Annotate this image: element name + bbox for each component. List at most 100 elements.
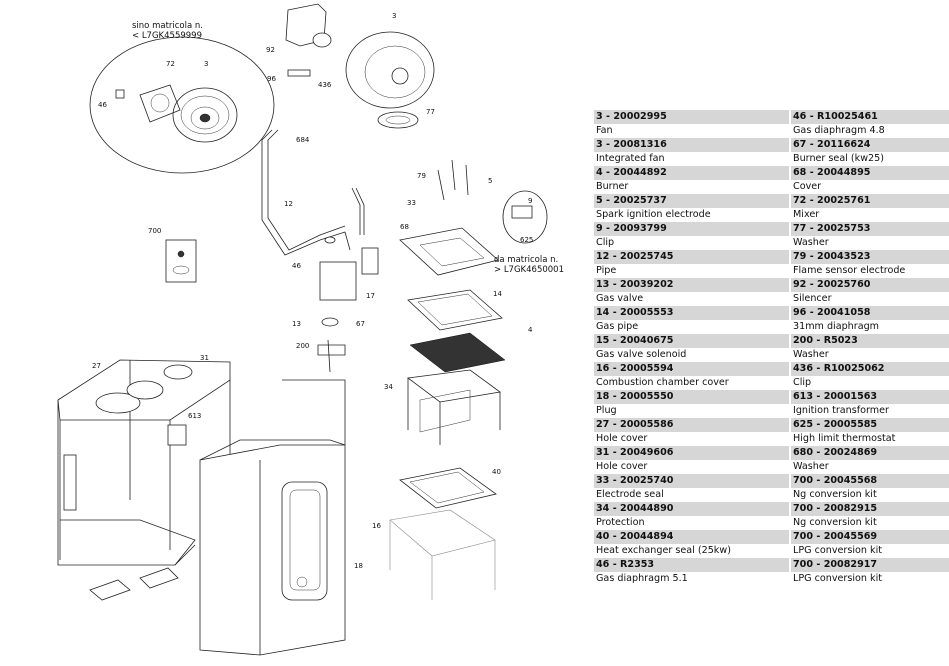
- part-description: Gas valve solenoid: [596, 349, 687, 360]
- inset-note-line2: < L7GK4559999: [132, 31, 202, 41]
- callout-31: 31: [200, 354, 209, 362]
- part-description: Burner seal (kw25): [793, 153, 885, 164]
- part-description: Cover: [793, 181, 822, 192]
- heat-exchanger-seal: [399, 467, 497, 509]
- fan-drawing: [345, 31, 435, 129]
- callout-77: 77: [426, 108, 435, 116]
- part-code: 46 - R2353: [594, 558, 789, 572]
- part-description: Mixer: [793, 209, 820, 220]
- part-description: LPG conversion kit: [793, 545, 883, 556]
- part-description: Gas diaphragm 4.8: [793, 125, 885, 136]
- right-note-line1: da matricola n.: [494, 255, 558, 265]
- part-description: Spark ignition electrode: [596, 209, 711, 220]
- gas-pipe-drawing: [261, 129, 365, 256]
- part-description: Gas pipe: [596, 321, 639, 332]
- part-description: Washer: [793, 349, 829, 360]
- part-code: 5 - 20025737: [594, 194, 789, 208]
- part-description: Gas valve: [596, 293, 644, 304]
- conversion-kit-box: [165, 239, 197, 283]
- part-code: 27 - 20005586: [594, 418, 789, 432]
- part-code: 40 - 20044894: [594, 530, 789, 544]
- part-code: 3 - 20081316: [594, 138, 789, 152]
- boiler-frame-drawing: [57, 359, 231, 566]
- part-code: 700 - 20045569: [791, 530, 949, 544]
- part-code: 18 - 20005550: [594, 390, 789, 404]
- inset-note-line1: sino matricola n.: [132, 21, 203, 31]
- callout-92: 92: [266, 46, 275, 54]
- part-description: Hole cover: [596, 461, 648, 472]
- gas-valve-drawing: [317, 236, 379, 373]
- part-code: 436 - R10025062: [791, 362, 949, 376]
- callout-684: 684: [296, 136, 310, 144]
- part-description: Combustion chamber cover: [596, 377, 729, 388]
- part-description: Washer: [793, 461, 829, 472]
- part-code: 92 - 20025760: [791, 278, 949, 292]
- callout-613: 613: [188, 412, 201, 420]
- part-code: 613 - 20001563: [791, 390, 949, 404]
- part-description: LPG conversion kit: [793, 573, 883, 584]
- part-code: 625 - 20005585: [791, 418, 949, 432]
- callout-9: 9: [528, 197, 532, 205]
- part-description: Pipe: [596, 265, 617, 276]
- part-code: 700 - 20082917: [791, 558, 949, 572]
- callout-27: 27: [92, 362, 101, 370]
- part-code: 77 - 20025753: [791, 222, 949, 236]
- part-description: Ng conversion kit: [793, 489, 877, 500]
- callout-33: 33: [407, 199, 416, 207]
- callout-34: 34: [384, 383, 393, 391]
- part-code: 200 - R5023: [791, 334, 949, 348]
- callout-3a: 3: [392, 12, 396, 20]
- part-description: Electrode seal: [596, 489, 664, 500]
- callout-17: 17: [366, 292, 375, 300]
- part-description: Clip: [793, 377, 812, 388]
- part-description: Fan: [596, 125, 613, 136]
- part-code: 12 - 20025745: [594, 250, 789, 264]
- ignition-transformer: [167, 424, 187, 446]
- part-description: Flame sensor electrode: [793, 265, 906, 276]
- part-description: Heat exchanger seal (25kw): [596, 545, 731, 556]
- inset-fan-drawing: [115, 84, 238, 143]
- callout-625: 625: [520, 236, 533, 244]
- callout-68: 68: [400, 223, 409, 231]
- callout-16: 16: [372, 522, 381, 530]
- part-description: Integrated fan: [596, 153, 665, 164]
- callout-18: 18: [354, 562, 363, 570]
- part-description: Plug: [596, 405, 617, 416]
- part-code: 14 - 20005553: [594, 306, 789, 320]
- part-code: 68 - 20044895: [791, 166, 949, 180]
- exploded-parts-diagram: sino matricola n. < L7GK4559999 72 3 46 …: [57, 3, 564, 656]
- burner-cover-drawing: [399, 159, 499, 276]
- part-description: Hole cover: [596, 433, 648, 444]
- callout-14: 200: [296, 342, 309, 350]
- part-description: Burner: [596, 181, 629, 192]
- right-note-line2: > L7GK4650001: [494, 265, 564, 275]
- part-description: High limit thermostat: [793, 433, 896, 444]
- part-code: 9 - 20093799: [594, 222, 789, 236]
- part-code: 46 - R10025461: [791, 110, 949, 124]
- part-description: Ng conversion kit: [793, 517, 877, 528]
- part-code: 700 - 20045568: [791, 474, 949, 488]
- part-code: 33 - 20025740: [594, 474, 789, 488]
- callout-46a: 46: [98, 101, 107, 109]
- part-code: 3 - 20002995: [594, 110, 789, 124]
